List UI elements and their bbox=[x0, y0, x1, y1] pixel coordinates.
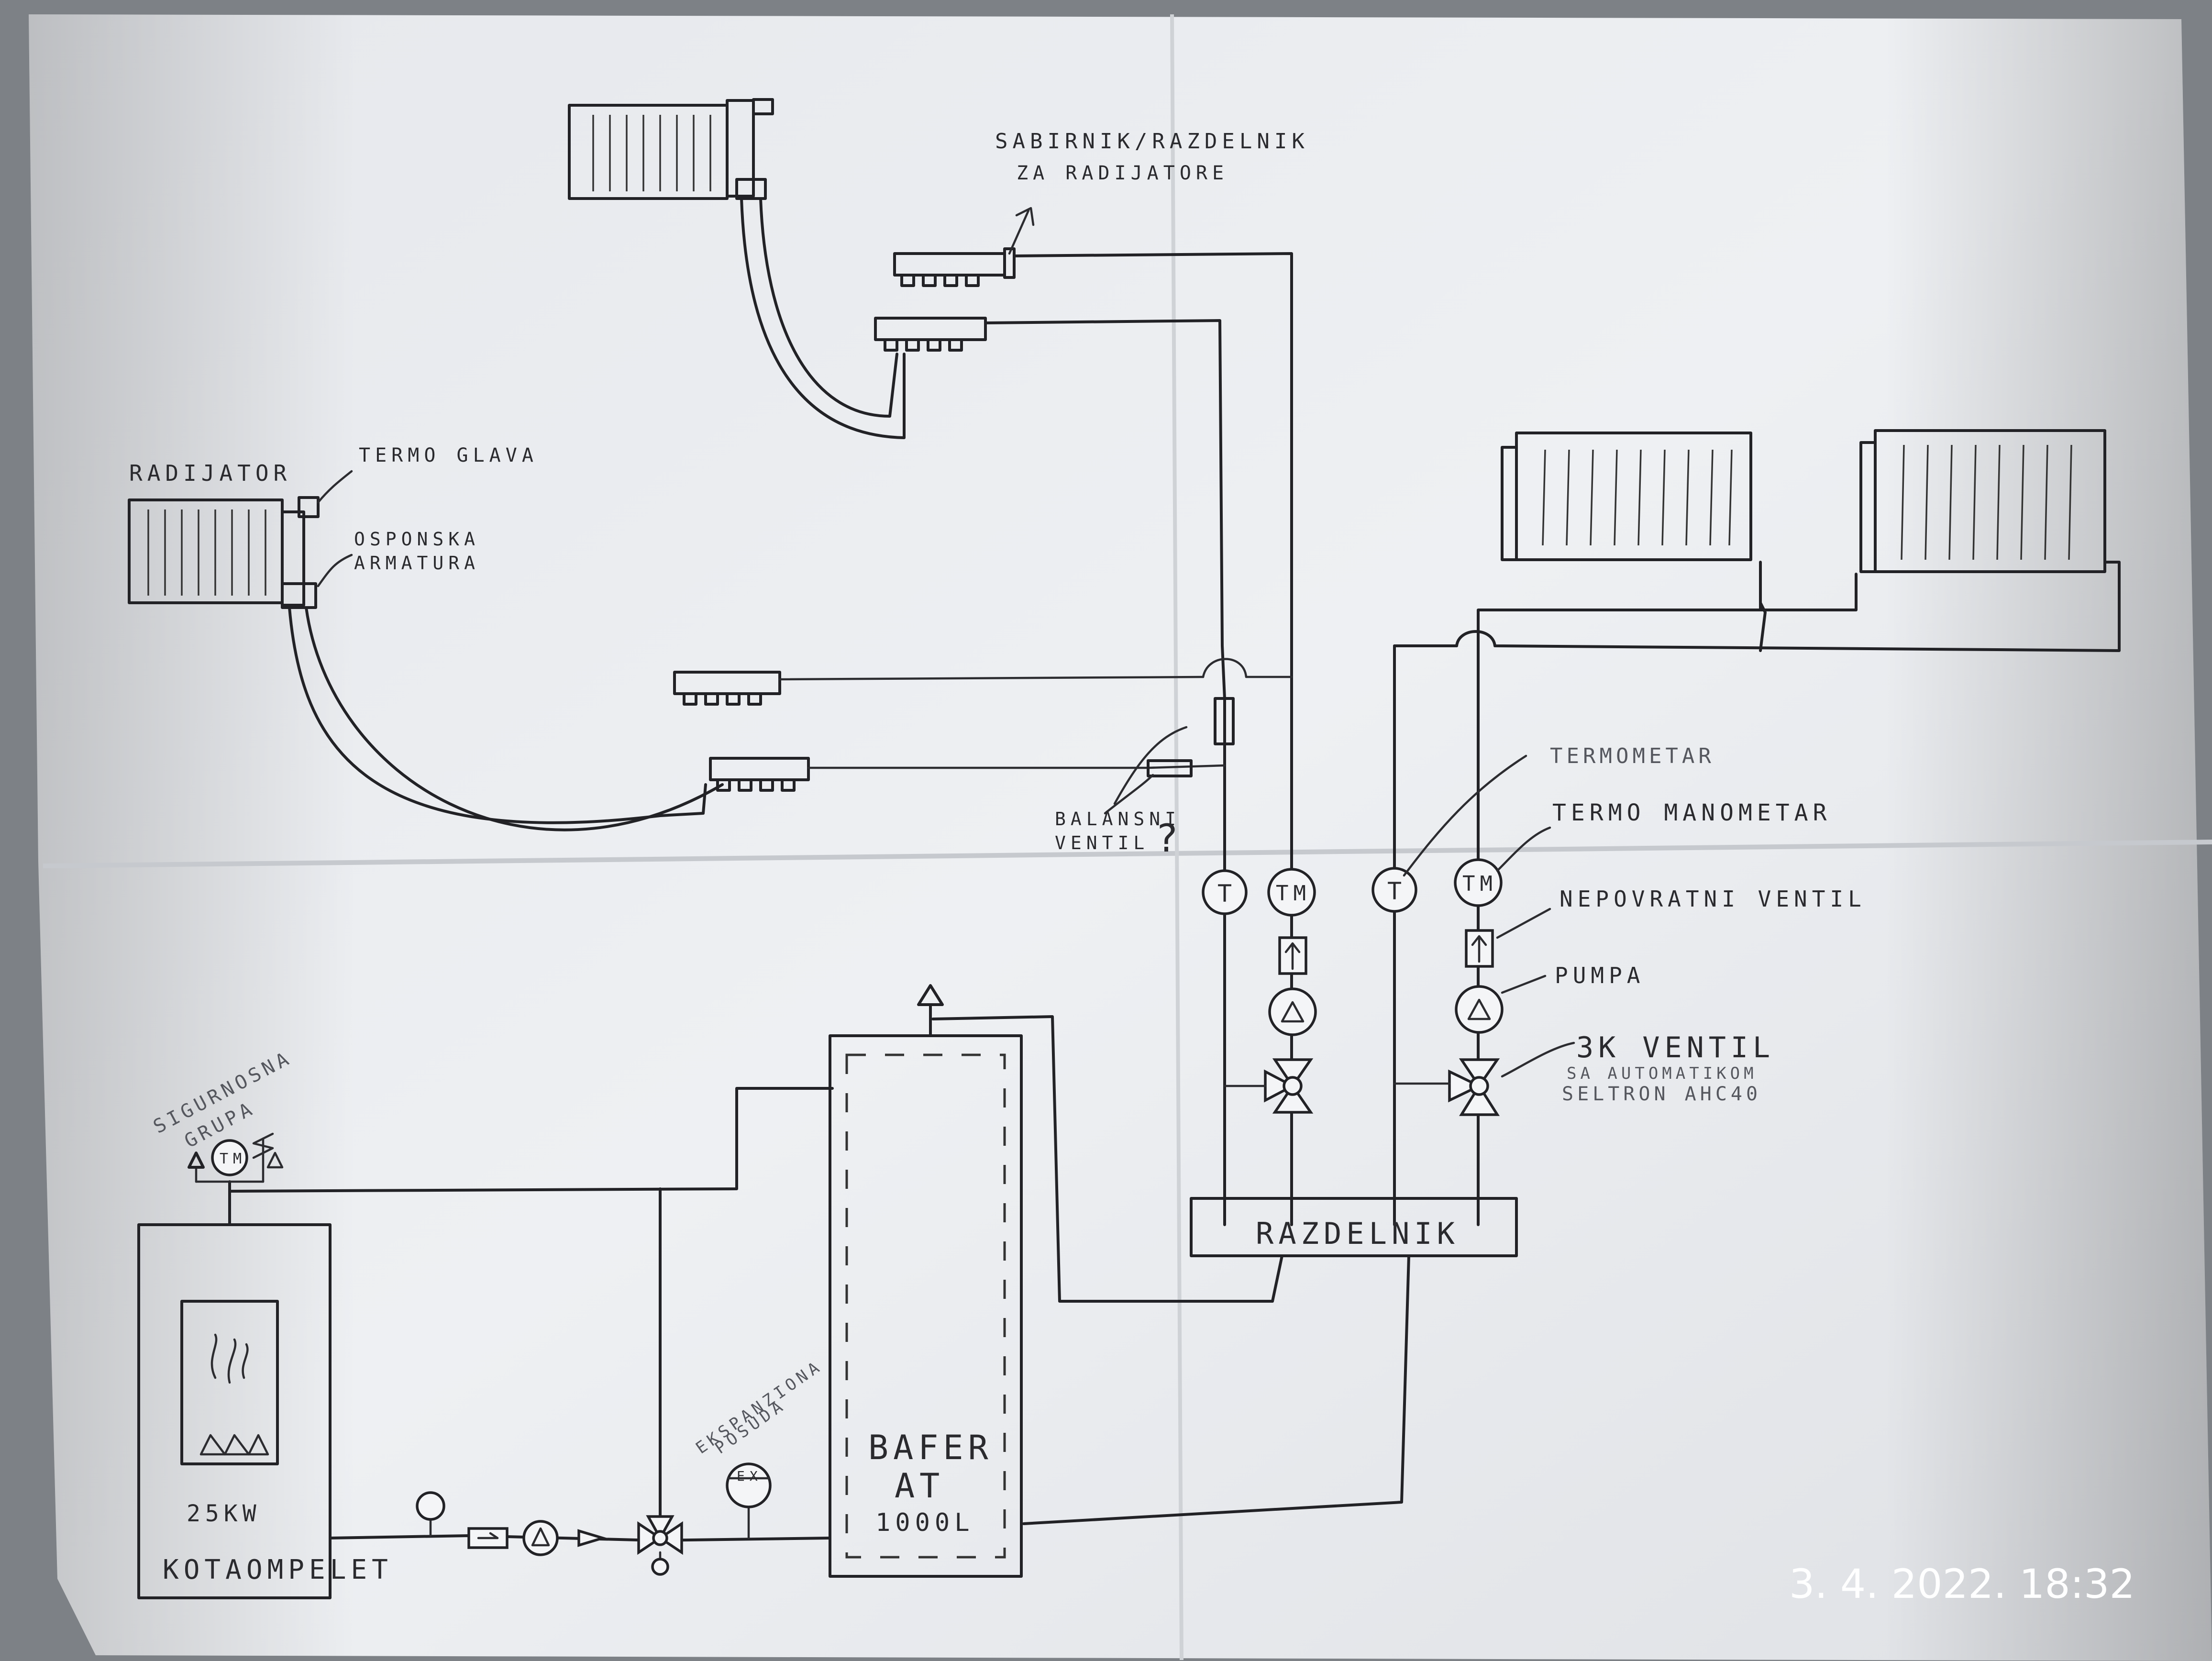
return-filter bbox=[467, 1527, 509, 1549]
pipe-left-radiator-1 bbox=[288, 606, 707, 824]
arrow-termomanometar bbox=[1496, 826, 1551, 872]
distributor-label: RAZDELNIK bbox=[1256, 1216, 1460, 1251]
pipe-buffer-top-to-distributor bbox=[931, 1015, 1283, 1303]
check-valve-1 bbox=[1278, 936, 1307, 975]
label-manifold-line2: ZA RADIJATORE bbox=[1017, 162, 1228, 184]
label-mixing-valve-3: SELTRON AHC40 bbox=[1562, 1083, 1761, 1105]
manifold-upper-1 bbox=[893, 247, 1016, 287]
return-thermometer bbox=[416, 1491, 445, 1537]
safety-group-tm bbox=[211, 1139, 248, 1176]
radiator-right-1 bbox=[1501, 432, 1752, 561]
pipe-lower-supply bbox=[778, 675, 1205, 681]
return-pump bbox=[522, 1520, 559, 1556]
label-radiator: RADIJATOR bbox=[129, 460, 291, 486]
buffer-tank bbox=[829, 984, 1023, 1578]
pipe-right-supply-2 bbox=[1759, 573, 1858, 611]
pipe-hop-2 bbox=[1455, 561, 2121, 652]
riser-upper-return bbox=[984, 319, 1226, 700]
pipe-top-radiator-2 bbox=[759, 197, 898, 418]
radiator-top bbox=[568, 98, 774, 200]
check-valve-2 bbox=[1465, 929, 1494, 968]
label-manifold-line1: SABIRNIK/RAZDELNIK bbox=[995, 129, 1309, 154]
manifold-lower-1 bbox=[673, 671, 781, 706]
arrow-termometar bbox=[1403, 754, 1527, 877]
fold-line-vertical bbox=[1170, 14, 1183, 1661]
thermometer-1 bbox=[1202, 869, 1248, 915]
t-symbol-2: T bbox=[1387, 877, 1406, 905]
balancing-valve-1 bbox=[1214, 697, 1235, 745]
thermometer-2 bbox=[1371, 867, 1417, 913]
radiator-right-2 bbox=[1859, 429, 2106, 573]
arrow-balance-1 bbox=[1113, 726, 1188, 805]
manifold-upper-2 bbox=[874, 317, 987, 352]
arrow-manifold-label bbox=[1008, 209, 1030, 255]
boiler-name-label: KOTAOMPELET bbox=[163, 1554, 393, 1585]
label-check-valve: NEPOVRATNI VENTIL bbox=[1559, 886, 1866, 912]
thermo-manometer-2 bbox=[1454, 858, 1503, 907]
label-pump: PUMPA bbox=[1555, 963, 1645, 988]
t-symbol-1: T bbox=[1217, 880, 1237, 908]
pipe-boiler-return bbox=[329, 1534, 831, 1542]
boiler-power-label: 25KW bbox=[187, 1500, 261, 1527]
buffer-label-line2: AT bbox=[895, 1466, 944, 1506]
label-mixing-valve-2: SA AUTOMATIKOM bbox=[1567, 1064, 1758, 1083]
photo-timestamp: 3. 4. 2022. 18:32 bbox=[1789, 1561, 2135, 1607]
expansion-vessel bbox=[726, 1462, 772, 1539]
label-fitting-2: ARMATURA bbox=[354, 553, 480, 574]
label-balancing-1: BALANSNI bbox=[1055, 808, 1181, 830]
ex-symbol: EX bbox=[737, 1468, 763, 1484]
arrow-3k bbox=[1501, 1041, 1575, 1078]
arrow-head bbox=[1015, 207, 1035, 226]
pipe-buffer-bottom-to-distributor bbox=[1022, 1254, 1410, 1525]
safety-valve-icon bbox=[252, 1132, 284, 1183]
distributor-box bbox=[1190, 1197, 1518, 1257]
arrow-thermo-head bbox=[317, 470, 353, 504]
buffer-label-line3: 1000L bbox=[875, 1508, 974, 1537]
buffer-label-line1: BAFER bbox=[868, 1428, 993, 1467]
pipe-hop-1 bbox=[1202, 658, 1293, 678]
fold-line-horizontal bbox=[43, 840, 2212, 868]
balancing-valve-2 bbox=[1147, 759, 1193, 777]
arrow-nepovratni bbox=[1496, 908, 1551, 939]
riser-upper-supply bbox=[1013, 252, 1293, 688]
pipe-top-radiator-1 bbox=[740, 197, 906, 439]
paper-shade bbox=[29, 14, 2212, 1661]
arrow-fitting bbox=[317, 554, 353, 587]
pump-2 bbox=[1455, 985, 1504, 1034]
pipe-left-radiator-2 bbox=[305, 606, 724, 831]
boiler bbox=[137, 1223, 332, 1599]
pipe-right-return-2 bbox=[1759, 563, 1767, 652]
three-way-valve-2 bbox=[1448, 1058, 1500, 1116]
pipe-boiler-supply bbox=[228, 1087, 834, 1193]
label-mixing-valve-1: 3K VENTIL bbox=[1576, 1031, 1775, 1064]
tm-symbol-safety: TM bbox=[220, 1151, 246, 1167]
manifold-lower-2 bbox=[709, 757, 810, 792]
tm-symbol-2: TM bbox=[1462, 872, 1497, 896]
label-thermo-head: TERMO GLAVA bbox=[359, 444, 538, 466]
tm-symbol-1: TM bbox=[1276, 881, 1311, 906]
label-thermometer: TERMOMETAR bbox=[1550, 744, 1715, 768]
arrow-pumpa bbox=[1501, 974, 1547, 994]
return-check-valve bbox=[577, 1529, 608, 1547]
three-way-valve-1 bbox=[1264, 1058, 1314, 1114]
thermo-manometer-1 bbox=[1267, 868, 1316, 917]
label-fitting-1: OSPONSKA bbox=[354, 529, 480, 550]
label-thermo-manometer: TERMO MANOMETAR bbox=[1552, 799, 1831, 826]
pump-1 bbox=[1268, 987, 1317, 1036]
radiator-left bbox=[128, 496, 320, 609]
label-question: ? bbox=[1155, 816, 1183, 861]
label-balancing-2: VENTIL bbox=[1055, 832, 1149, 853]
return-three-way-valve bbox=[637, 1515, 683, 1576]
safety-arrow-head bbox=[188, 1152, 205, 1169]
arrow-balance-2 bbox=[1104, 774, 1154, 815]
